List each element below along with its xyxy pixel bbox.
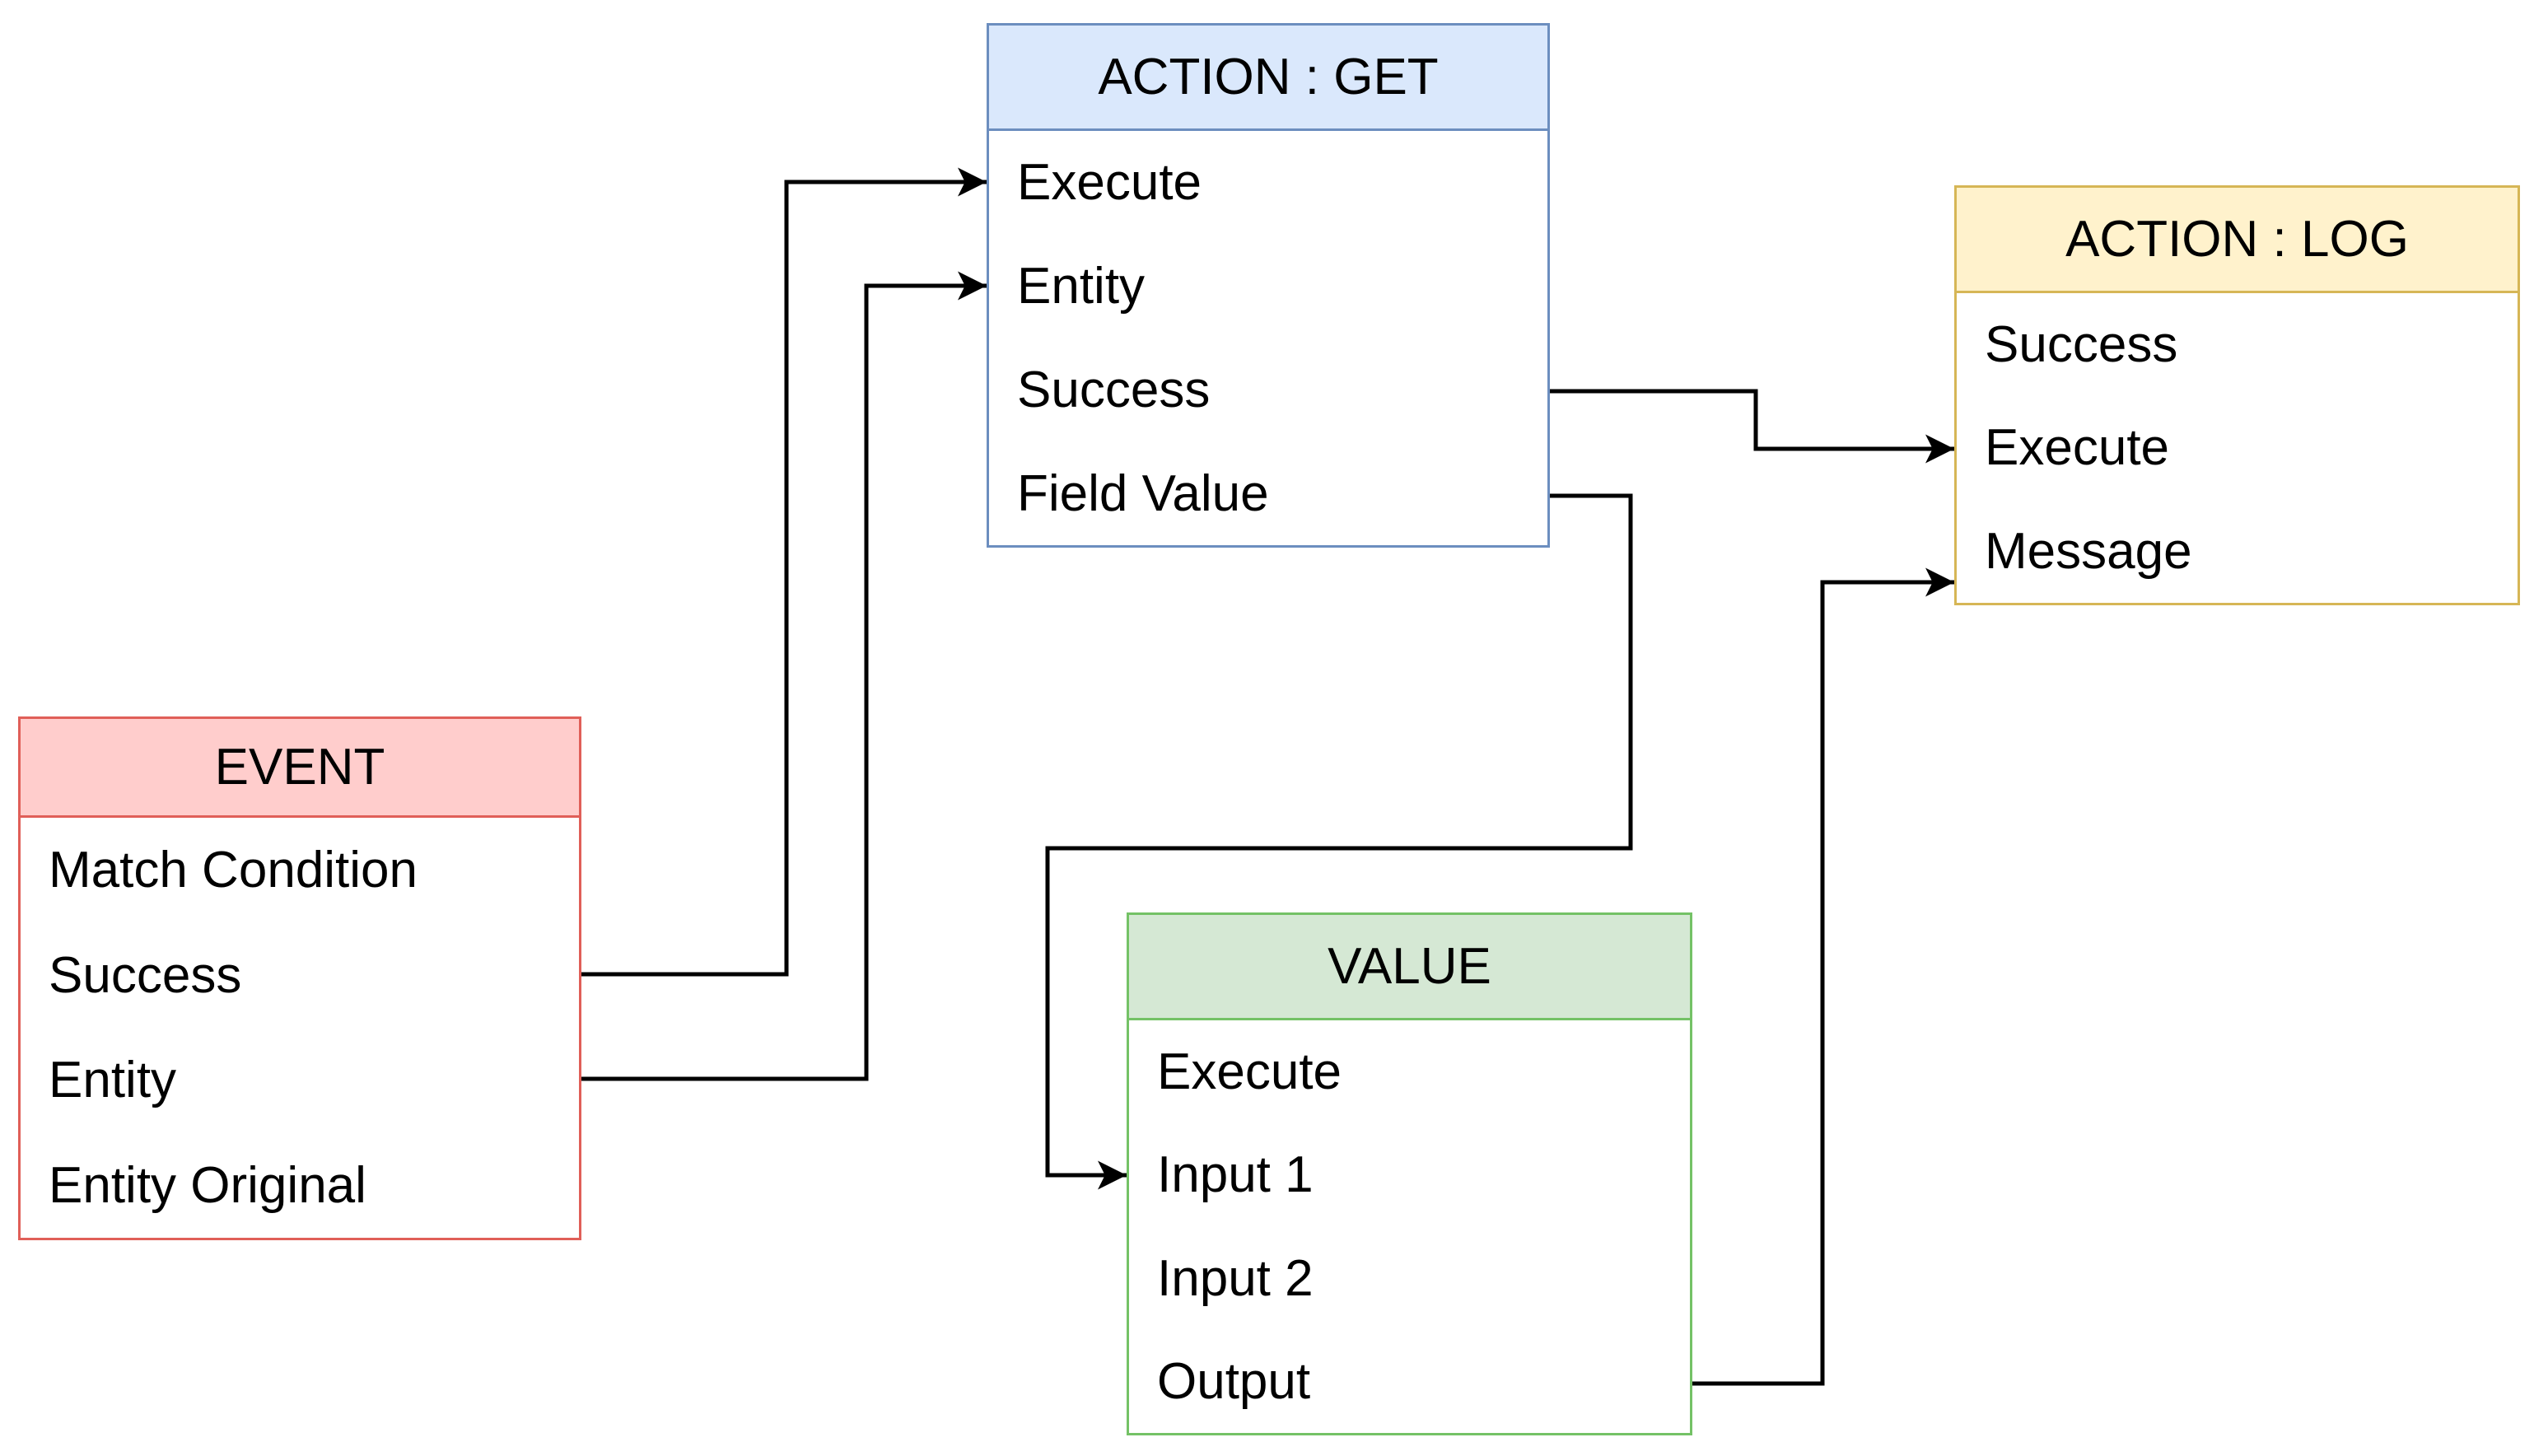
connector-event-entity-to-get-entity <box>581 271 987 1081</box>
node-row-success: Success <box>1017 361 1211 418</box>
node-row-entity: Entity <box>49 1052 177 1109</box>
node-row-success: Success <box>49 946 242 1004</box>
node-event-body: Match Condition Success Entity Entity Or… <box>21 818 579 1238</box>
node-value-title: VALUE <box>1129 915 1690 1020</box>
node-row-input-1: Input 1 <box>1157 1146 1314 1204</box>
node-row-field-value: Field Value <box>1017 464 1269 522</box>
node-row-execute: Execute <box>1985 419 2170 477</box>
node-action-get: ACTION : GET Execute Entity Success Fiel… <box>987 23 1550 548</box>
node-row-execute: Execute <box>1017 154 1202 212</box>
connector-get-fieldvalue-to-value-input1 <box>1045 493 1633 1190</box>
node-action-log-body: Success Execute Message <box>1957 293 2518 603</box>
node-row-entity: Entity <box>1017 258 1146 315</box>
node-row-match-condition: Match Condition <box>49 842 418 899</box>
node-row-output: Output <box>1157 1352 1311 1410</box>
connector-get-success-to-log-execute <box>1550 389 1954 464</box>
connector-event-success-to-get-execute <box>581 167 987 977</box>
node-row-execute: Execute <box>1157 1043 1342 1101</box>
node-action-log-title: ACTION : LOG <box>1957 188 2518 293</box>
node-row-input-2: Input 2 <box>1157 1249 1314 1307</box>
node-value-body: Execute Input 1 Input 2 Output <box>1129 1020 1690 1433</box>
node-event-title: EVENT <box>21 719 579 818</box>
node-action-get-title: ACTION : GET <box>989 26 1547 131</box>
connector-value-output-to-log-message <box>1692 567 1954 1386</box>
node-row-success: Success <box>1985 316 2178 374</box>
node-action-get-body: Execute Entity Success Field Value <box>989 131 1547 545</box>
node-action-log: ACTION : LOG Success Execute Message <box>1954 185 2520 605</box>
node-value: VALUE Execute Input 1 Input 2 Output <box>1127 912 1692 1435</box>
node-event: EVENT Match Condition Success Entity Ent… <box>18 716 581 1240</box>
node-row-message: Message <box>1985 522 2192 580</box>
node-row-entity-original: Entity Original <box>49 1156 366 1214</box>
